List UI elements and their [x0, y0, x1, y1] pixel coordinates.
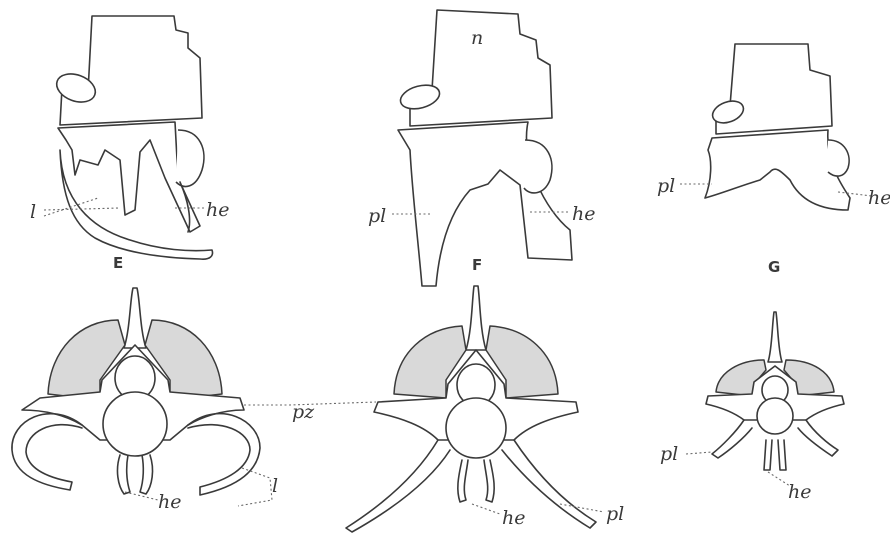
panel-f-lateral-vertebra: n pl he [368, 10, 595, 286]
label-pl-panel-g-anterior: pl [660, 443, 678, 465]
label-he-panel-e-lateral: he [206, 199, 229, 221]
label-he-panel-f-anterior: he [502, 507, 525, 529]
label-pl-panel-f-anterior: pl [606, 503, 624, 525]
label-pl-panel-f-lateral: pl [368, 205, 386, 227]
label-n: n [471, 27, 483, 49]
label-pz: pz [292, 401, 315, 423]
panel-letter-f: F [472, 256, 482, 274]
panel-f-anterior-vertebra: he pl [346, 286, 624, 532]
label-pl-panel-g-lateral: pl [657, 175, 675, 197]
panel-g-lateral-vertebra: pl he [657, 44, 890, 210]
panel-e-anterior-vertebra: he l [12, 288, 278, 513]
label-he-panel-f-lateral: he [572, 203, 595, 225]
panel-e-lateral-vertebra: l he [30, 16, 229, 259]
panel-letter-e: E [113, 254, 123, 272]
panel-g-anterior-vertebra: pl he [660, 312, 844, 503]
label-l-panel-e: l [30, 201, 36, 223]
label-he-panel-e-anterior: he [158, 491, 181, 513]
label-l-panel-e-anterior: l [272, 475, 278, 497]
panel-letter-g: G [768, 258, 780, 276]
label-he-panel-g-lateral: he [868, 187, 890, 209]
label-he-panel-g-anterior: he [788, 481, 811, 503]
